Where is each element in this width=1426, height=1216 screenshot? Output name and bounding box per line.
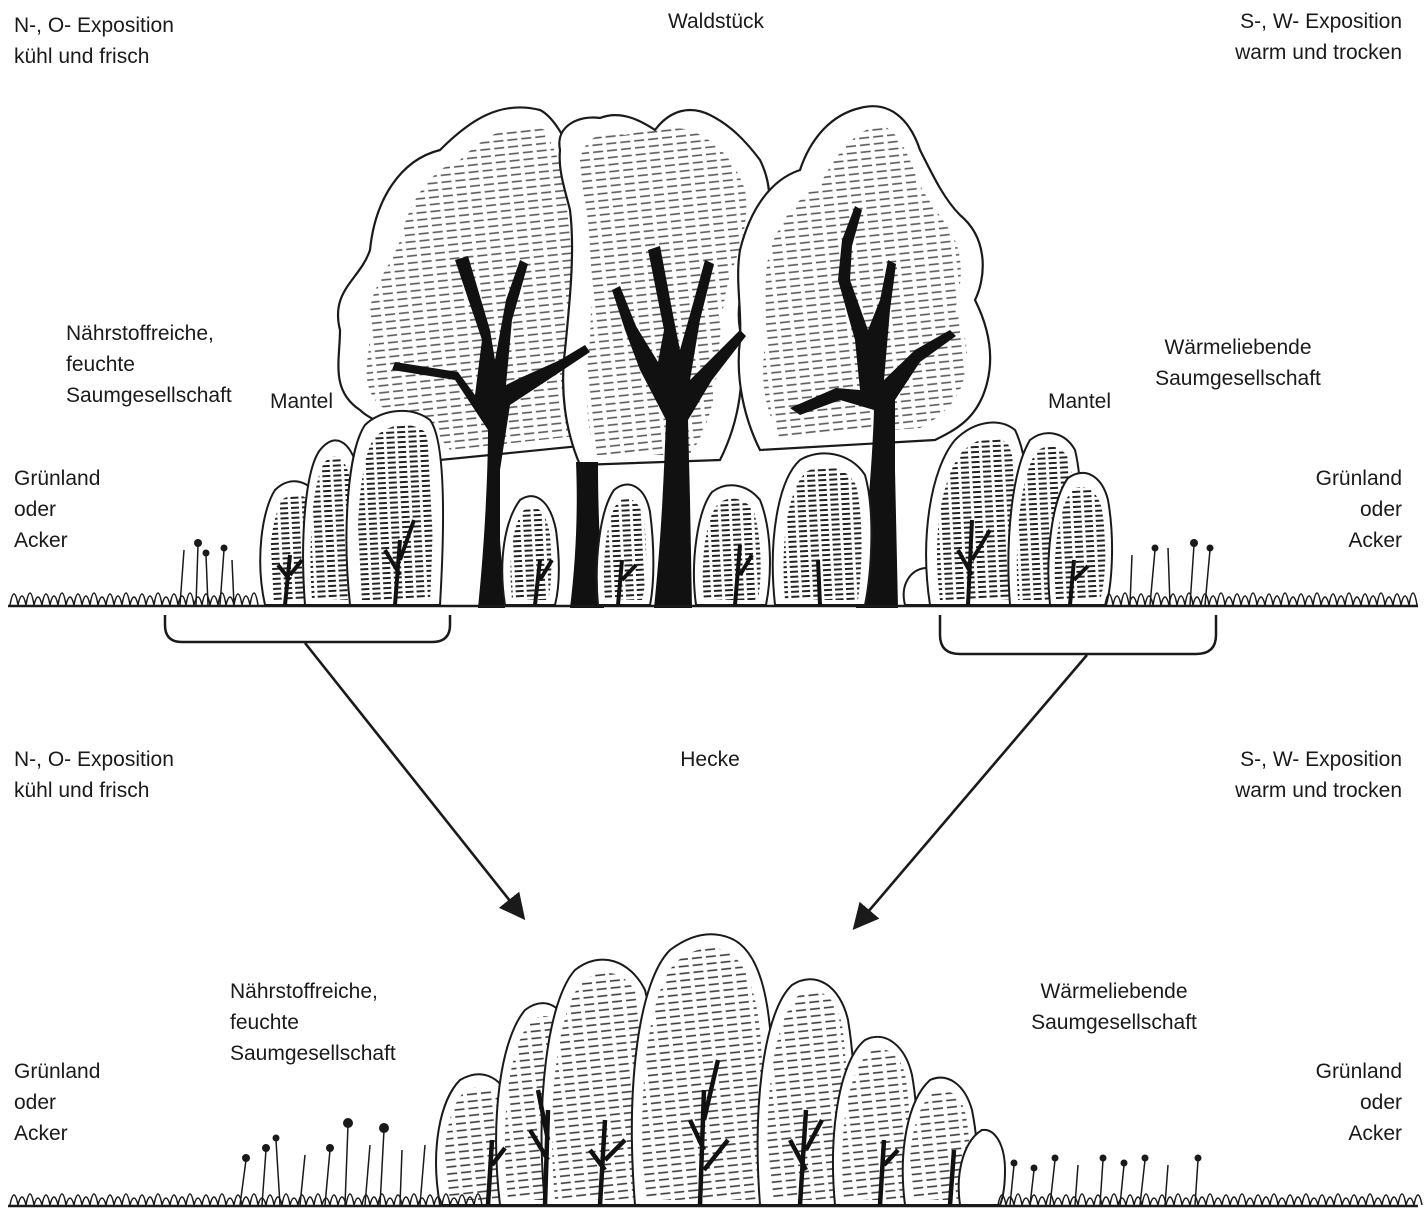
bottom-right-exposure-label: S-, W- Exposition warm und trocken xyxy=(1235,744,1402,806)
top-left-fringe-label: Nährstoffreiche, feuchte Saumgesellschaf… xyxy=(66,318,232,411)
right-arrow xyxy=(856,655,1087,926)
top-left-mantle-label: Mantel xyxy=(270,386,333,417)
hedge-shrubs xyxy=(436,934,1005,1205)
left-bracket xyxy=(165,615,450,642)
top-right-land-label: Grünland oder Acker xyxy=(1316,463,1402,556)
top-brackets xyxy=(165,615,1216,654)
top-title: Waldstück xyxy=(616,6,816,37)
bottom-right-land-label: Grünland oder Acker xyxy=(1316,1056,1402,1149)
top-right-mantle-label: Mantel xyxy=(1048,386,1111,417)
top-left-exposure-label: N-, O- Exposition kühl und frisch xyxy=(14,10,174,72)
bottom-title: Hecke xyxy=(610,744,810,775)
left-arrow xyxy=(305,643,522,916)
bottom-left-land-label: Grünland oder Acker xyxy=(14,1056,100,1149)
top-left-land-label: Grünland oder Acker xyxy=(14,463,100,556)
arrows xyxy=(305,643,1087,926)
bottom-left-fringe-label: Nährstoffreiche, feuchte Saumgesellschaf… xyxy=(230,976,396,1069)
bottom-right-fringe-label: Wärmeliebende Saumgesellschaft xyxy=(1004,976,1224,1038)
right-bracket xyxy=(940,615,1216,654)
top-right-fringe-label: Wärmeliebende Saumgesellschaft xyxy=(1128,332,1348,394)
top-right-exposure-label: S-, W- Exposition warm und trocken xyxy=(1235,6,1402,68)
bottom-left-exposure-label: N-, O- Exposition kühl und frisch xyxy=(14,744,174,806)
